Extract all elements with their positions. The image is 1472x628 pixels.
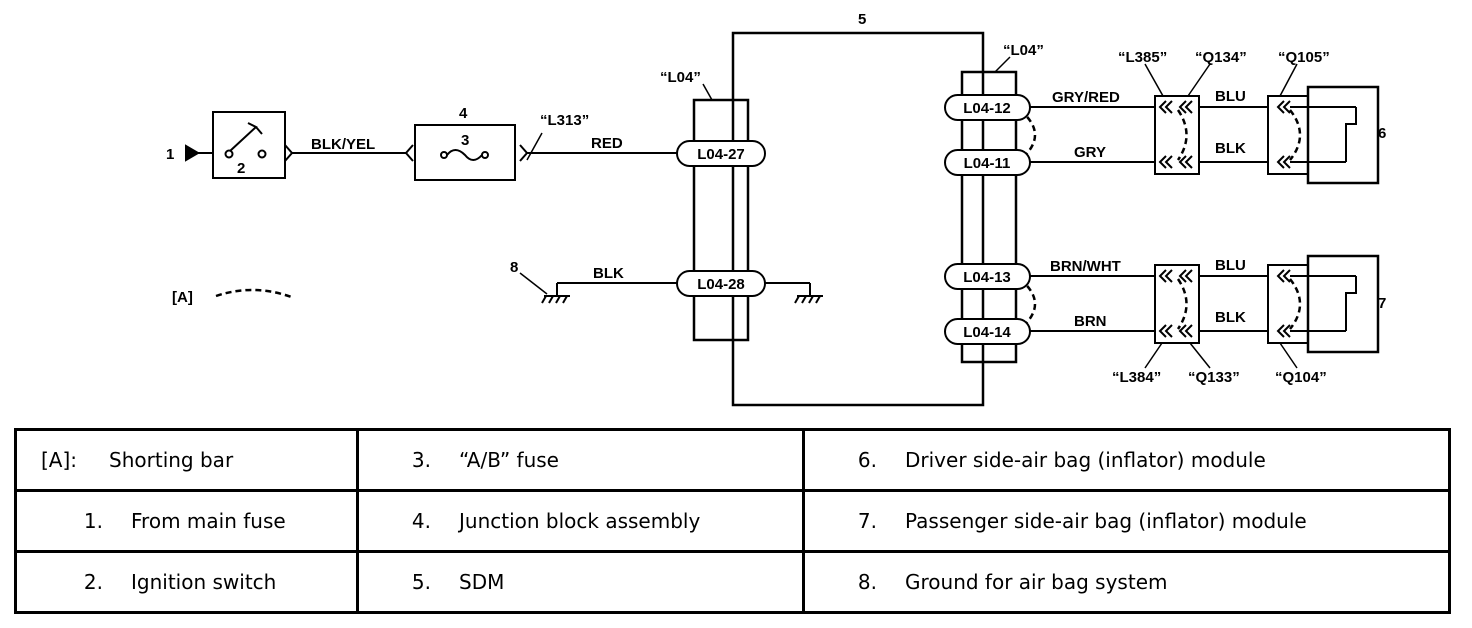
legend-row: 1. From main fuse 4. Junction block assemb… — [14, 489, 1451, 553]
legend-desc: “A/B” fuse — [459, 448, 559, 472]
wire-label-blu-bottom: BLU — [1215, 257, 1246, 274]
pin-label-14: L04-14 — [963, 324, 1011, 341]
pin-label-28: L04-28 — [697, 276, 745, 293]
wire-label-blk-ground: BLK — [593, 265, 624, 282]
pin-label-27: L04-27 — [697, 146, 745, 163]
pin-l04-28 — [676, 270, 766, 297]
wire-label-blu-top: BLU — [1215, 88, 1246, 105]
legend-num: 3. — [411, 448, 431, 472]
label-l384: “L384” — [1112, 369, 1161, 386]
passenger-airbag-module — [1306, 254, 1380, 354]
callout-8: 8 — [510, 259, 518, 276]
connector-l384-q133 — [1154, 264, 1200, 344]
legend-num: 7. — [857, 509, 877, 533]
ignition-switch — [212, 111, 286, 179]
shorting-bar-legend — [215, 288, 295, 300]
legend-row: 2. Ignition switch 5. SDM 8. Ground for air… — [14, 550, 1451, 614]
legend-num: 8. — [857, 570, 877, 594]
label-q104: “Q104” — [1275, 369, 1327, 386]
legend-desc: Shorting bar — [109, 448, 234, 472]
wire-label-gry-red: GRY/RED — [1052, 89, 1120, 106]
pin-l04-12 — [944, 94, 1031, 121]
wire-label-blk-top: BLK — [1215, 140, 1246, 157]
legend-desc: Junction block assembly — [459, 509, 701, 533]
arrow-main-fuse — [185, 144, 200, 162]
legend-num: 2. — [83, 570, 103, 594]
legend-row: [A]: Shorting bar 3. “A/B” fuse 6. Driver s… — [14, 428, 1451, 492]
callout-4: 4 — [459, 105, 468, 122]
label-q134: “Q134” — [1195, 49, 1247, 66]
l04-connector-right — [960, 70, 1018, 364]
legend-num: 5. — [411, 570, 431, 594]
legend-desc: SDM — [459, 570, 505, 594]
pin-label-13: L04-13 — [963, 269, 1011, 286]
label-l385: “L385” — [1118, 49, 1167, 66]
wire-label-blk-bottom: BLK — [1215, 309, 1246, 326]
sdm-outline — [731, 31, 985, 407]
legend-desc: Ignition switch — [131, 570, 277, 594]
pin-l04-11 — [944, 149, 1031, 176]
driver-airbag-module — [1306, 85, 1380, 185]
legend-desc: Driver side-air bag (inflator) module — [905, 448, 1266, 472]
label-l04-right: “L04” — [1003, 42, 1044, 59]
wire-label-brn-wht: BRN/WHT — [1050, 258, 1121, 275]
legend-desc: Passenger side-air bag (inflator) module — [905, 509, 1307, 533]
callout-6: 6 — [1378, 125, 1386, 142]
callout-2: 2 — [237, 160, 245, 177]
label-q105: “Q105” — [1278, 49, 1330, 66]
pin-label-12: L04-12 — [963, 100, 1011, 117]
label-l313: “L313” — [540, 112, 589, 129]
wire-label-red: RED — [591, 135, 623, 152]
legend-num: 1. — [83, 509, 103, 533]
pin-l04-27 — [676, 140, 766, 167]
pin-l04-13 — [944, 263, 1031, 290]
fuse-symbol — [446, 149, 483, 161]
l04-connector-left — [692, 98, 750, 342]
wiring-diagram: L04-27 L04-28 L04-12 L04-11 L04-13 L04-1… — [166, 11, 1386, 407]
connector-l385-q134 — [1154, 95, 1200, 175]
legend-desc: Ground for air bag system — [905, 570, 1168, 594]
legend-num: 6. — [857, 448, 877, 472]
legend-desc: From main fuse — [131, 509, 286, 533]
label-l04-left: “L04” — [660, 69, 701, 86]
legend-table: [A]: Shorting bar 3. “A/B” fuse 6. Driver s… — [14, 428, 1451, 614]
pin-label-11: L04-11 — [964, 155, 1011, 172]
junction-block — [414, 124, 516, 181]
callout-7: 7 — [1378, 295, 1386, 312]
wire-label-blk-yel: BLK/YEL — [311, 136, 375, 153]
shorting-bar-label: [A] — [172, 289, 193, 306]
callout-5: 5 — [858, 11, 866, 28]
legend-num: [A]: — [41, 448, 78, 472]
legend-num: 4. — [411, 509, 431, 533]
callout-1: 1 — [166, 146, 174, 163]
label-q133: “Q133” — [1188, 369, 1240, 386]
pin-l04-14 — [944, 318, 1031, 345]
wire-label-brn: BRN — [1074, 313, 1107, 330]
wire-label-gry: GRY — [1074, 144, 1106, 161]
callout-3: 3 — [461, 132, 469, 149]
